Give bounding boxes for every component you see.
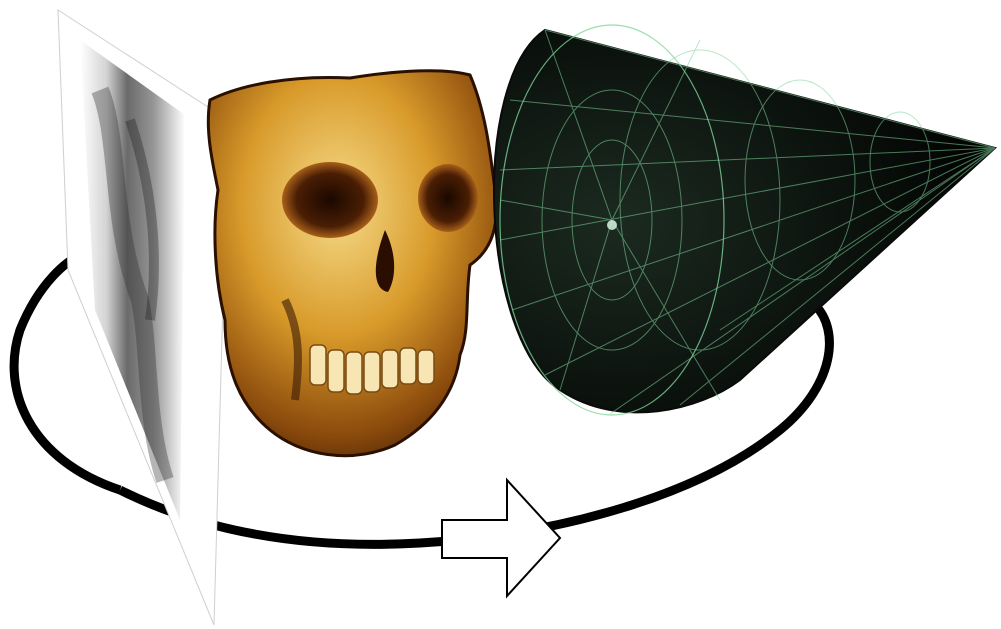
cone-source-center bbox=[607, 220, 617, 230]
rotation-arrow bbox=[442, 480, 560, 596]
skull-volume bbox=[208, 71, 496, 456]
detector-panel bbox=[58, 10, 228, 625]
right-orbit-cavity bbox=[418, 164, 478, 232]
left-orbit-cavity bbox=[282, 162, 378, 238]
xray-cone-beam bbox=[494, 25, 995, 415]
